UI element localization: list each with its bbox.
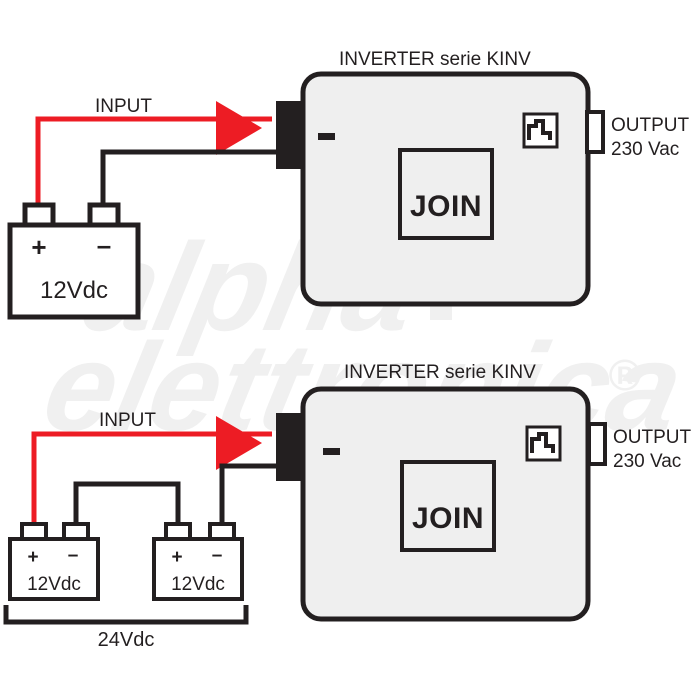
battery-top: + – 12Vdc	[7, 202, 141, 320]
battery-plus-sign: +	[27, 547, 38, 568]
inverter-title-top: INVERTER serie KINV	[339, 49, 531, 70]
watermark-registered-icon: ®	[608, 351, 641, 400]
section-top-12v: INVERTER serie KINV INPUT + – 1	[7, 49, 690, 320]
input-label-bottom: INPUT	[99, 410, 156, 431]
positive-wire-bottom	[31, 416, 272, 530]
inverter-brand-logo: JOIN	[398, 148, 494, 240]
inverter-title-bottom: INVERTER serie KINV	[344, 362, 536, 383]
inverter-output-connector	[587, 422, 607, 466]
battery-plus-sign: +	[171, 547, 182, 568]
output-label-line2-top: 230 Vac	[611, 139, 679, 160]
section-bottom-24v: INVERTER serie KINV INPUT +	[3, 362, 692, 651]
inverter-brand-logo: JOIN	[400, 460, 496, 552]
battery-body	[7, 222, 141, 320]
negative-wire-top	[100, 149, 276, 212]
battery-voltage-label: 12Vdc	[171, 574, 225, 595]
wire-arrow-positive-bottom	[216, 416, 262, 470]
bus-bracket-24v	[3, 605, 249, 625]
battery-bottom-1: + – 12Vdc	[8, 522, 100, 601]
battery-body	[152, 537, 244, 601]
inverter-brand-text: JOIN	[410, 190, 482, 223]
bus-voltage-label: 24Vdc	[98, 629, 155, 651]
square-wave-icon	[525, 425, 562, 462]
battery-plus-sign: +	[31, 232, 46, 262]
inverter-brand-text: JOIN	[412, 502, 484, 535]
inverter-minus-marking	[323, 448, 340, 455]
output-label-line2-bottom: 230 Vac	[613, 451, 681, 472]
battery-minus-sign: –	[97, 230, 111, 260]
positive-wire-top	[35, 101, 272, 212]
battery-minus-sign: –	[68, 545, 79, 566]
negative-wire-bottom	[219, 463, 276, 530]
output-label-line1-top: OUTPUT	[611, 115, 690, 136]
inverter-top: JOIN	[276, 71, 605, 307]
battery-minus-sign: –	[212, 545, 223, 566]
series-link-wire	[73, 481, 181, 530]
wire-arrow-positive-top	[216, 101, 262, 155]
output-label-line1-bottom: OUTPUT	[613, 427, 692, 448]
input-label-top: INPUT	[95, 96, 152, 117]
battery-voltage-label: 12Vdc	[27, 574, 81, 595]
inverter-output-connector	[585, 110, 605, 154]
inverter-bottom: JOIN	[276, 386, 607, 622]
battery-body	[8, 537, 100, 601]
battery-voltage-label: 12Vdc	[40, 277, 108, 304]
square-wave-icon	[522, 112, 559, 149]
battery-bottom-2: + – 12Vdc	[152, 522, 244, 601]
inverter-minus-marking	[318, 133, 335, 140]
